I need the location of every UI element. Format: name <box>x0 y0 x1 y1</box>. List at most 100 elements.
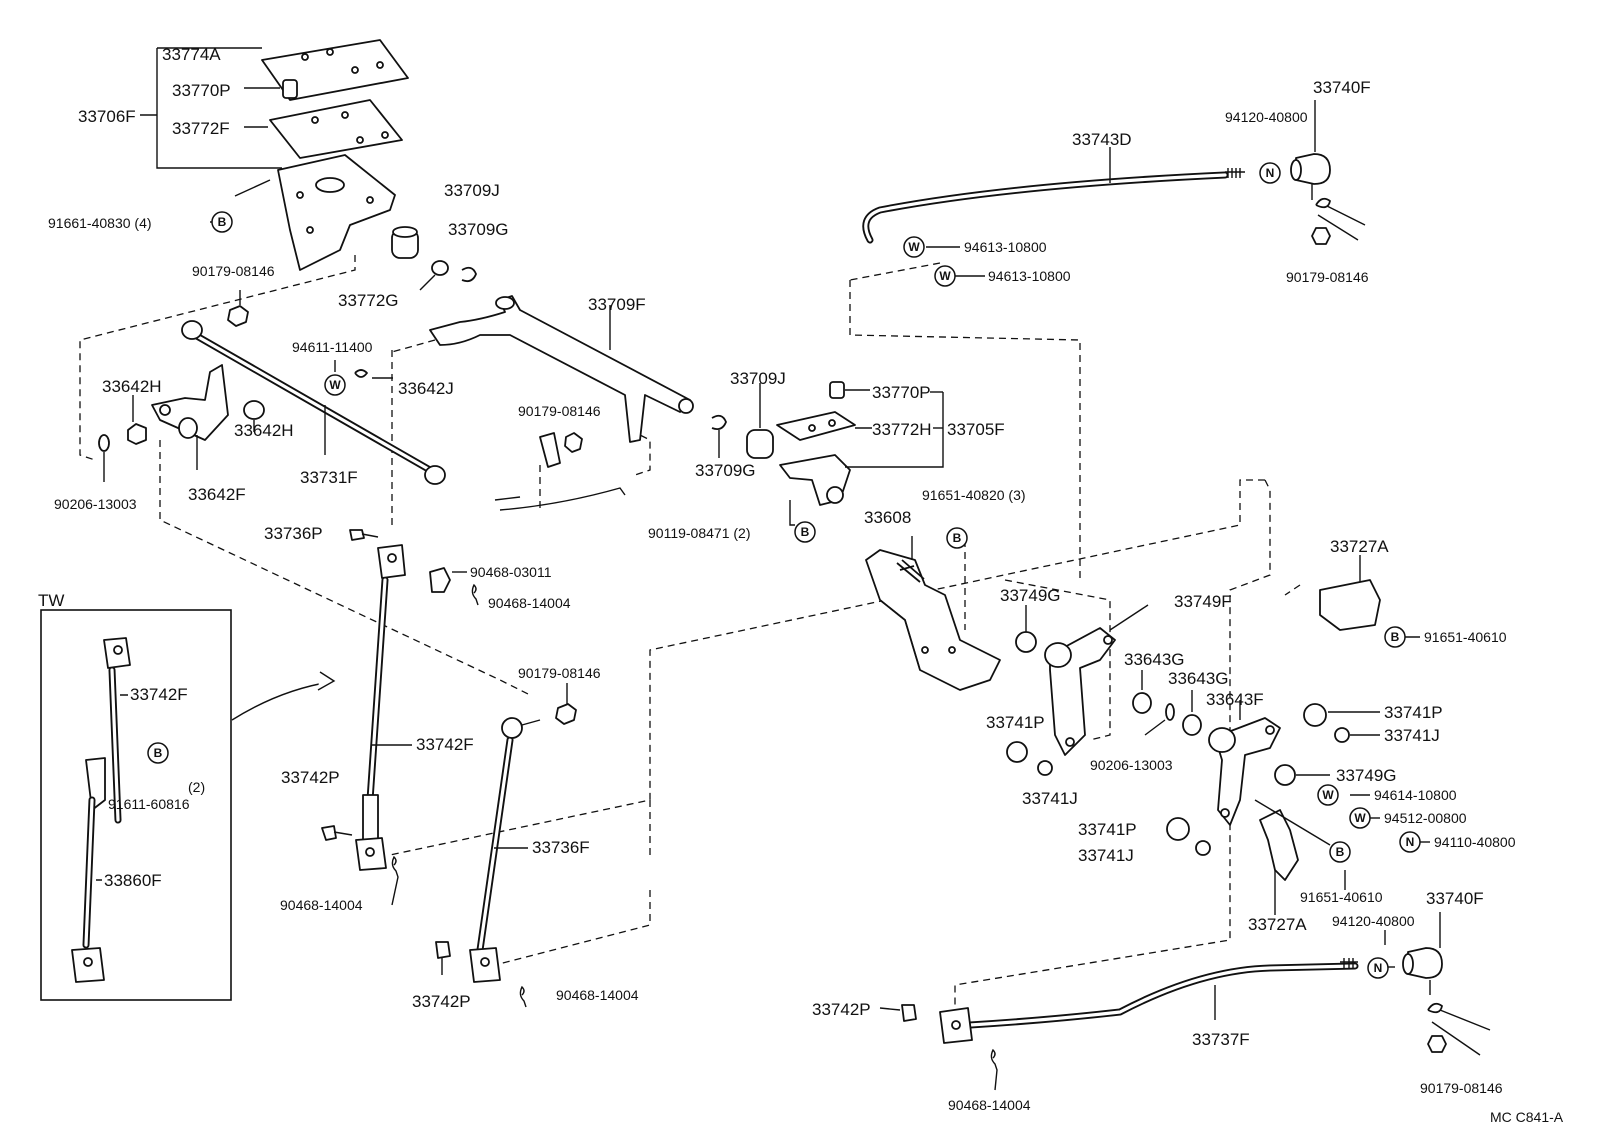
callout-33736F: 33736F <box>532 838 590 857</box>
callout-33741J-right: 33741J <box>1384 726 1440 745</box>
callout-33772H: 33772H <box>872 420 932 439</box>
callout-91611-60816: 91611-60816 <box>108 796 190 812</box>
callout-33709J-mid: 33709J <box>730 369 786 388</box>
callout-33860F: 33860F <box>104 871 162 890</box>
svg-text:B: B <box>218 215 227 229</box>
callout-33709G-top: 33709G <box>448 220 509 239</box>
callout-33742P-b: 33742P <box>412 992 471 1011</box>
callout-94614-10800: 94614-10800 <box>1374 787 1457 803</box>
bushing-33643G-a <box>1132 670 1152 714</box>
callout-33772G: 33772G <box>338 291 399 310</box>
callout-94120-40800-low: 94120-40800 <box>1332 913 1415 929</box>
callout-33741P-left: 33741P <box>986 713 1045 732</box>
bracket-brace-lines <box>140 47 282 169</box>
nut-symbol-94120-top: N <box>1259 162 1281 184</box>
clip-33709G-mid <box>711 414 727 458</box>
callout-90468-03011: 90468-03011 <box>470 564 552 580</box>
callout-33740F-top: 33740F <box>1313 78 1371 97</box>
bushing-33741P-right <box>1303 703 1380 727</box>
svg-text:B: B <box>1391 630 1400 644</box>
callout-33741J-low: 33741J <box>1078 846 1134 865</box>
callout-90179-08146-d: 90179-08146 <box>518 665 601 681</box>
clip-90468-03011 <box>429 567 467 593</box>
bolt-symbol-91661: B <box>211 211 233 233</box>
callout-94512-00800: 94512-00800 <box>1384 810 1467 826</box>
pin-90468-14004-d <box>990 1048 998 1091</box>
callout-labels: 33774A 33770P 33706F 33772F 91661-40830 … <box>48 45 1516 1113</box>
nut-symbol-94110: N <box>1399 831 1421 853</box>
svg-text:W: W <box>329 378 341 392</box>
callout-90206-13003-left: 90206-13003 <box>54 496 137 512</box>
svg-text:N: N <box>1374 961 1383 975</box>
bolt-symbol-91651-40610-top: B <box>1384 626 1406 648</box>
callout-90179-08146-e: 90179-08146 <box>1420 1080 1503 1096</box>
callout-33736P: 33736P <box>264 524 323 543</box>
lever-33749F <box>1044 604 1149 756</box>
crossshaft-33709F <box>429 295 694 443</box>
nut-90179-08146-d <box>555 683 577 725</box>
callout-33741J-left: 33741J <box>1022 789 1078 808</box>
callout-90468-14004-a: 90468-14004 <box>488 595 571 611</box>
callout-33608: 33608 <box>864 508 911 527</box>
callout-33727A-top: 33727A <box>1330 537 1389 556</box>
callout-33770P-right: 33770P <box>872 383 931 402</box>
nut-90179-08146-c <box>1311 227 1331 245</box>
bolt-symbol-91611: B <box>147 742 169 764</box>
bolt-33742P-a <box>321 825 353 841</box>
balljoint-33740F-low <box>1402 912 1443 995</box>
svg-text:B: B <box>154 746 163 760</box>
svg-text:W: W <box>1354 811 1366 825</box>
callout-33742F: 33742F <box>416 735 474 754</box>
bracket-33706F <box>277 154 396 271</box>
svg-text:N: N <box>1406 835 1415 849</box>
callout-33643G-a: 33643G <box>1124 650 1185 669</box>
plate-33774A <box>261 39 409 101</box>
callout-33741P-right: 33741P <box>1384 703 1443 722</box>
callout-33741P-low: 33741P <box>1078 820 1137 839</box>
bolt-symbol-90119: B <box>794 521 816 543</box>
callout-33742F-inset: 33742F <box>130 685 188 704</box>
nut-90179-08146-a <box>227 290 249 327</box>
callout-90468-14004-d: 90468-14004 <box>948 1097 1031 1113</box>
svg-text:W: W <box>939 269 951 283</box>
bushing-33741J-left <box>1037 760 1053 776</box>
plate-33772F <box>269 99 403 159</box>
linkage-arm-top-right <box>1315 197 1366 241</box>
callout-90179-08146-b: 90179-08146 <box>518 403 601 419</box>
bracket-33727A-low <box>1259 809 1299 915</box>
nut-symbol-94120-low: N <box>1367 957 1389 979</box>
callout-33727A-low: 33727A <box>1248 915 1307 934</box>
callout-33706F: 33706F <box>78 107 136 126</box>
callout-33742P-a: 33742P <box>281 768 340 787</box>
washer-90206-13003-right <box>1144 703 1175 736</box>
lever-33642F <box>151 364 229 470</box>
bushing-33741J-low <box>1195 840 1211 856</box>
rod-33737F <box>939 958 1359 1044</box>
inset-box <box>40 609 232 1001</box>
washer-symbol-94613-b: W <box>934 265 956 287</box>
washer-symbol-94512: W <box>1349 807 1371 829</box>
callout-94120-40800-top: 94120-40800 <box>1225 109 1308 125</box>
pin-90468-14004-c <box>519 985 527 1008</box>
callout-33642J: 33642J <box>398 379 454 398</box>
rod-33742F <box>355 544 412 871</box>
bushing-33709J-top <box>391 226 419 259</box>
washer-33772G <box>419 260 449 291</box>
rod-33731F <box>181 320 446 485</box>
bracket-33705F <box>779 391 944 506</box>
pin-90468-14004-b <box>391 855 399 906</box>
assembly-dashed-lines <box>79 255 1301 1020</box>
bushing-33749G-top <box>1015 605 1037 653</box>
bushing-33741J-right <box>1334 727 1380 743</box>
svg-text:W: W <box>1322 788 1334 802</box>
callout-33643F: 33643F <box>1206 690 1264 709</box>
callout-33709J-top: 33709J <box>444 181 500 200</box>
callout-91651-40610-low: 91651-40610 <box>1300 889 1383 905</box>
linkage-arm-low-right <box>1427 1002 1491 1056</box>
lever-stub-below <box>494 432 626 511</box>
callout-90468-14004-c: 90468-14004 <box>556 987 639 1003</box>
callout-94110-40800: 94110-40800 <box>1434 834 1516 850</box>
svg-text:W: W <box>908 240 920 254</box>
rod-33736F <box>469 717 541 983</box>
